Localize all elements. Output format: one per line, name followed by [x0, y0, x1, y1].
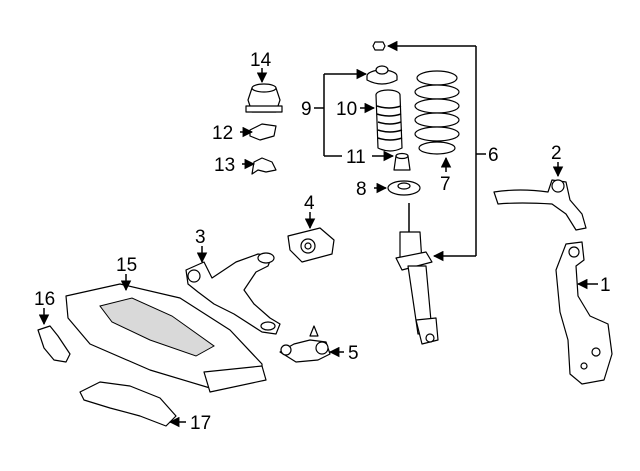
part-10-dust-boot[interactable]: [375, 89, 403, 152]
callout-5: 5: [348, 343, 359, 364]
callout-12: 12: [212, 123, 233, 144]
part-8-spring-seat[interactable]: [387, 180, 421, 196]
callout-11: 11: [346, 147, 366, 168]
part-11-bump-stop[interactable]: [393, 152, 411, 171]
part-4-bushing[interactable]: [287, 227, 335, 263]
part-1-knuckle[interactable]: [555, 241, 613, 385]
leader-lines: [38, 40, 598, 428]
part-13-clip[interactable]: [251, 157, 277, 175]
part-2-upper-arm[interactable]: [493, 179, 587, 231]
callout-3: 3: [195, 227, 206, 248]
part-3-lower-arm[interactable]: [185, 252, 281, 335]
part-12-bracket[interactable]: [249, 123, 277, 141]
callout-4: 4: [304, 193, 315, 214]
part-17-under-cover[interactable]: [79, 381, 177, 427]
callout-10: 10: [336, 99, 357, 120]
callout-6: 6: [488, 145, 499, 166]
callout-16: 16: [34, 289, 55, 310]
callout-14: 14: [250, 50, 272, 71]
part-7-coil-spring[interactable]: [414, 70, 460, 155]
callout-7: 7: [440, 174, 451, 195]
callout-labels: 1 2 3 4 5 6 7 8 9 10 11 12 13 14 15 16 1…: [34, 50, 611, 434]
strut-upper-mount[interactable]: [366, 65, 398, 85]
callout-2: 2: [551, 143, 562, 164]
callout-13: 13: [214, 155, 235, 176]
callout-1: 1: [600, 275, 611, 296]
callout-9: 9: [301, 99, 312, 120]
strut-top-nut[interactable]: [372, 41, 386, 51]
callout-8: 8: [356, 179, 367, 200]
part-15-crossmember[interactable]: [65, 283, 267, 393]
callout-17: 17: [190, 413, 211, 434]
part-5-ball-joint[interactable]: [279, 325, 331, 363]
callout-15: 15: [116, 255, 137, 276]
part-16-bracket[interactable]: [37, 325, 71, 363]
strut-assembly[interactable]: [395, 203, 439, 345]
part-14-mount[interactable]: [245, 83, 283, 113]
